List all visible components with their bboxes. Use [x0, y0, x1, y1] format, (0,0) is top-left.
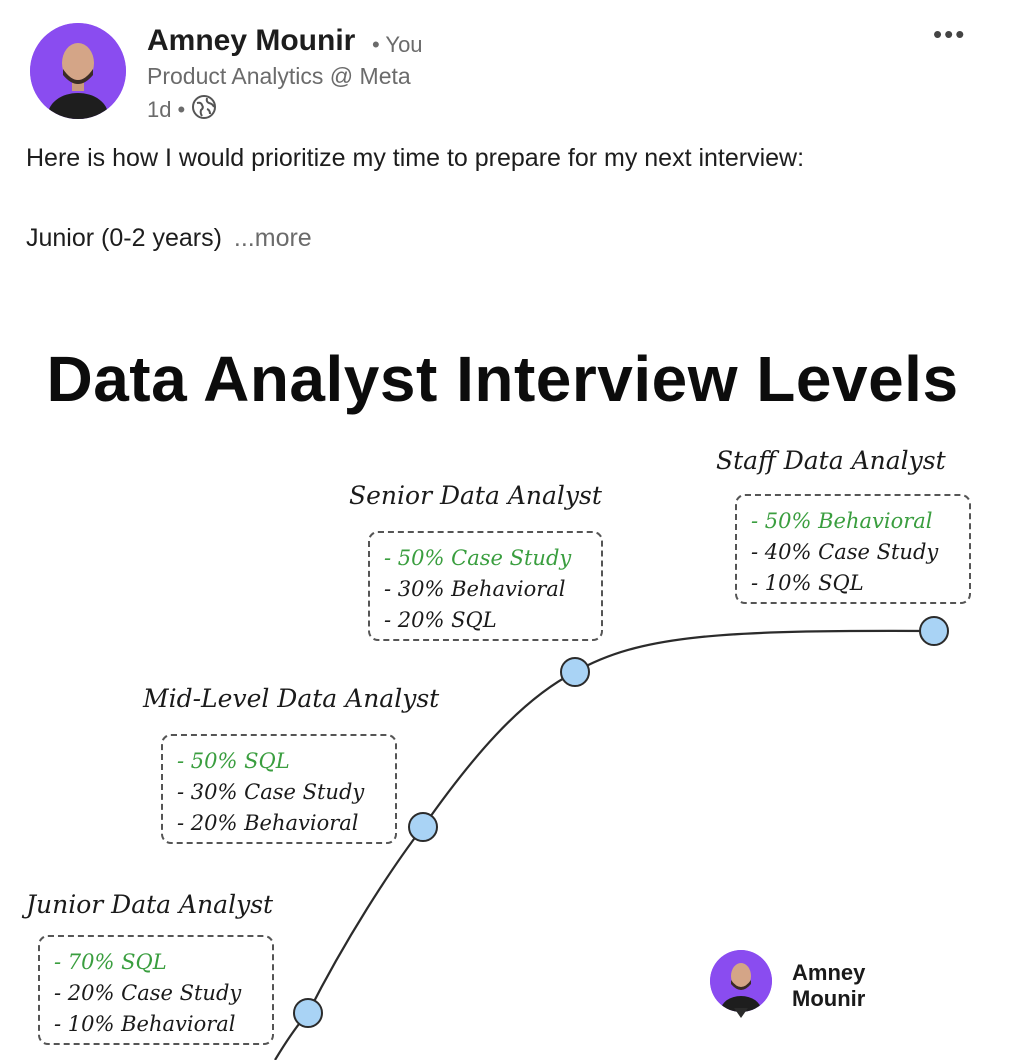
junior-line-2: - 20% Case Study [54, 981, 242, 1005]
senior-box: - 50% Case Study - 30% Behavioral - 20% … [368, 531, 603, 641]
watermark-name: Amney Mounir [792, 960, 866, 1011]
staff-line-2: - 40% Case Study [751, 540, 939, 564]
staff-node [919, 616, 949, 646]
you-tag: • You [372, 32, 423, 57]
junior-line-1: - 70% SQL [54, 950, 167, 974]
post-meta: 1d • [147, 94, 217, 126]
mid-level-box: - 50% SQL - 30% Case Study - 20% Behavio… [161, 734, 397, 844]
person-photo-icon [710, 950, 772, 1012]
author-avatar[interactable] [30, 23, 126, 119]
senior-line-3: - 20% SQL [384, 608, 497, 632]
post-text-line-1: Here is how I would prioritize my time t… [26, 144, 805, 172]
staff-box: - 50% Behavioral - 40% Case Study - 10% … [735, 494, 971, 604]
post-text-junior: Junior (0-2 years) [26, 224, 222, 252]
staff-title: Staff Data Analyst [716, 446, 946, 475]
mid-level-line-2: - 30% Case Study [177, 780, 365, 804]
person-photo-icon [30, 23, 126, 119]
senior-node [560, 657, 590, 687]
watermark-pointer [734, 1008, 748, 1018]
senior-line-1: - 50% Case Study [384, 546, 572, 570]
senior-title: Senior Data Analyst [349, 481, 602, 510]
staff-line-1: - 50% Behavioral [751, 509, 933, 533]
junior-node [293, 998, 323, 1028]
mid-level-line-3: - 20% Behavioral [177, 811, 359, 835]
junior-line-3: - 10% Behavioral [54, 1012, 236, 1036]
mid-level-title: Mid-Level Data Analyst [143, 684, 440, 713]
mid-level-node [408, 812, 438, 842]
infographic-title: Data Analyst Interview Levels [46, 343, 959, 415]
author-name[interactable]: Amney Mounir [147, 24, 356, 57]
career-curve [274, 616, 949, 1060]
more-options-icon[interactable]: ••• [933, 19, 967, 49]
mid-level-line-1: - 50% SQL [177, 749, 290, 773]
post-text-line-2: Junior (0-2 years) ...more [26, 224, 312, 253]
see-more-link[interactable]: ...more [233, 224, 312, 252]
staff-line-3: - 10% SQL [751, 571, 864, 595]
post-header: Amney Mounir • You Product Analytics @ M… [0, 0, 1020, 130]
senior-line-2: - 30% Behavioral [384, 577, 566, 601]
meta-dot: • [177, 97, 186, 122]
globe-icon [191, 94, 217, 126]
post-time: 1d [147, 97, 172, 122]
author-headline: Product Analytics @ Meta [147, 63, 411, 89]
infographic-image[interactable]: Data Analyst Interview Levels Staff Data… [0, 300, 1020, 1060]
junior-title: Junior Data Analyst [26, 890, 274, 919]
watermark-avatar [710, 950, 772, 1012]
author-watermark: Amney Mounir [710, 950, 910, 1030]
junior-box: - 70% SQL - 20% Case Study - 10% Behavio… [38, 935, 274, 1045]
